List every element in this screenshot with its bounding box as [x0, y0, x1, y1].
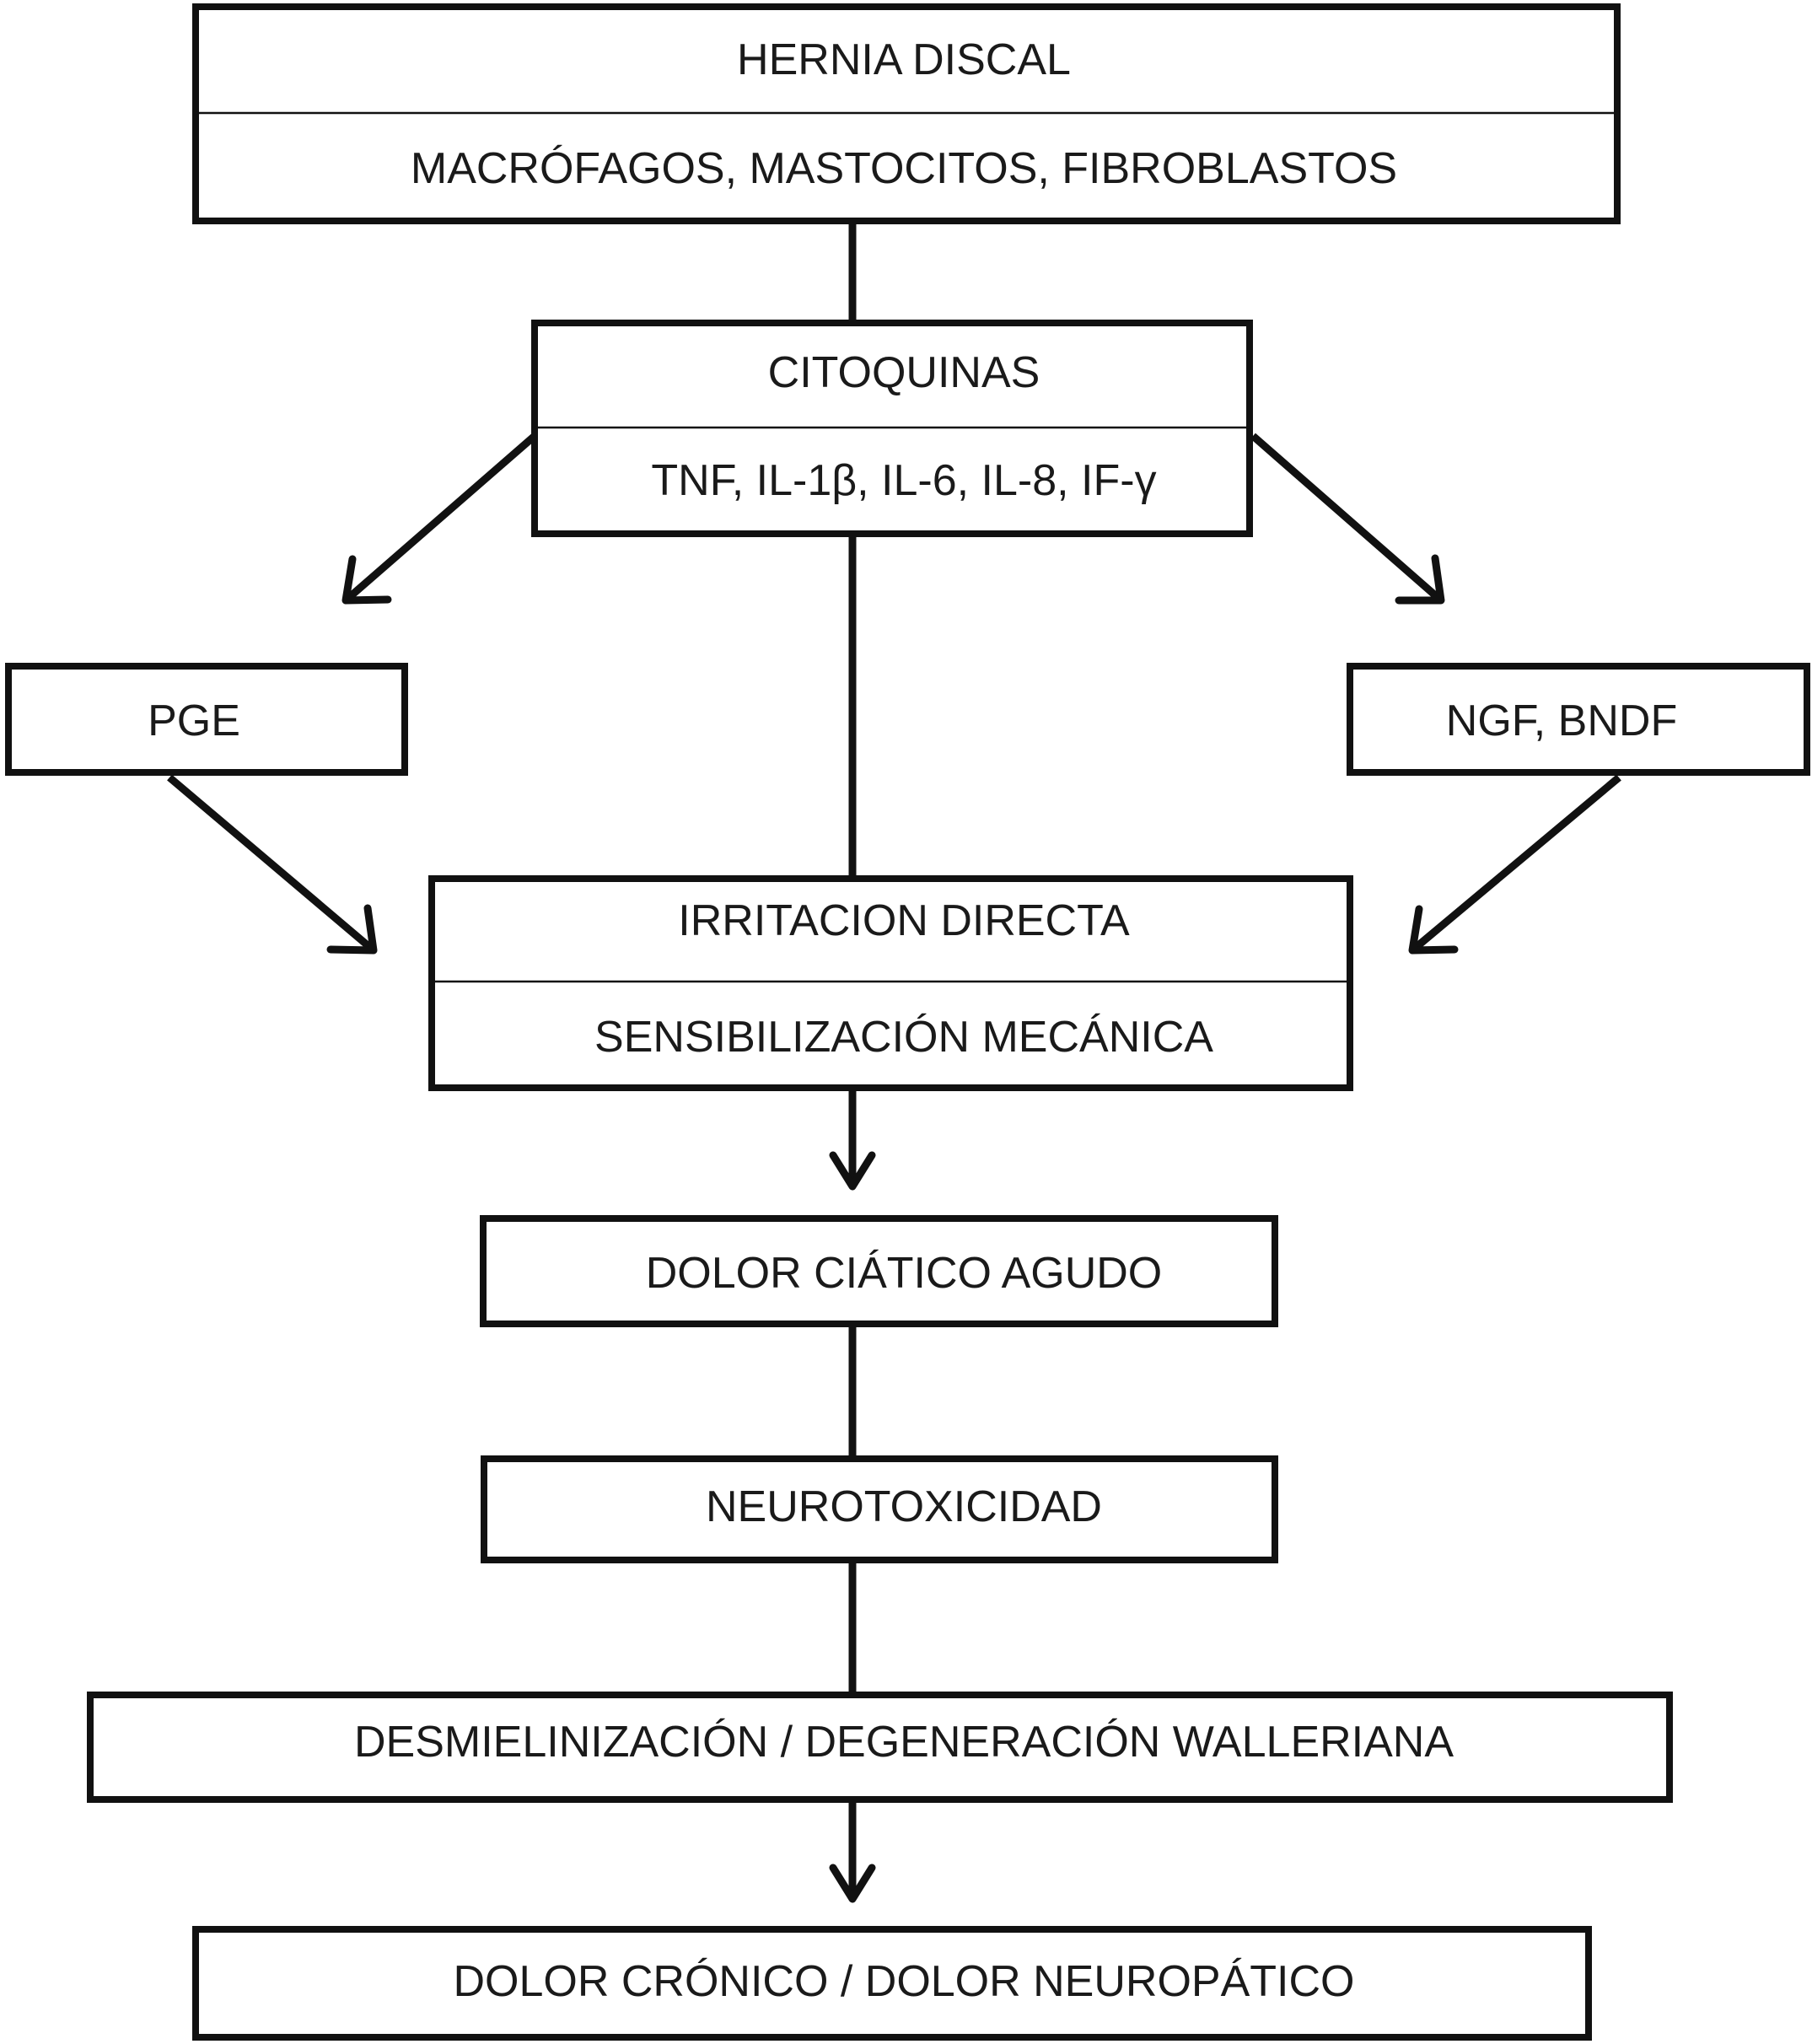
node-label: PGE: [148, 697, 240, 745]
edge-citoquinas-ngf: [1250, 433, 1444, 604]
node-ngf-bndf: NGF, BNDF: [1347, 663, 1810, 776]
node-subtitle: TNF, IL-1β, IL-6, IL-8, IF-γ: [651, 456, 1156, 505]
node-subtitle: SENSIBILIZACIÓN MECÁNICA: [594, 1013, 1213, 1062]
node-hernia-discal: HERNIA DISCAL MACRÓFAGOS, MASTOCITOS, FI…: [192, 3, 1621, 224]
arrowhead-ngf: [1395, 554, 1445, 605]
arrowhead-dolor-cronico: [829, 1864, 876, 1903]
node-citoquinas: CITOQUINAS TNF, IL-1β, IL-6, IL-8, IF-γ: [531, 320, 1253, 537]
node-label: DOLOR CRÓNICO / DOLOR NEUROPÁTICO: [454, 1957, 1355, 2006]
arrowhead-irritacion-left: [326, 904, 378, 955]
node-label: DOLOR CIÁTICO AGUDO: [646, 1249, 1163, 1298]
node-label: DESMIELINIZACIÓN / DEGENERACIÓN WALLERIA…: [354, 1718, 1454, 1767]
node-irritacion-directa: IRRITACION DIRECTA SENSIBILIZACIÓN MECÁN…: [428, 875, 1353, 1091]
node-neurotoxicidad: NEUROTOXICIDAD: [481, 1455, 1278, 1563]
edge-pge-irritacion: [167, 774, 376, 954]
node-dolor-cronico: DOLOR CRÓNICO / DOLOR NEUROPÁTICO: [192, 1926, 1592, 2041]
node-title: IRRITACION DIRECTA: [678, 896, 1130, 945]
arrowhead-pge: [341, 555, 392, 605]
node-title: CITOQUINAS: [768, 348, 1040, 397]
arrowhead-dolor-agudo: [829, 1151, 876, 1191]
node-desmielinizacion: DESMIELINIZACIÓN / DEGENERACIÓN WALLERIA…: [87, 1692, 1673, 1803]
node-subtitle: MACRÓFAGOS, MASTOCITOS, FIBROBLASTOS: [411, 144, 1397, 193]
node-title: HERNIA DISCAL: [737, 35, 1071, 84]
edge-citoquinas-pge: [343, 433, 537, 604]
edge-ngf-irritacion: [1410, 774, 1621, 954]
arrowhead-irritacion-right: [1408, 905, 1459, 955]
node-pge: PGE: [5, 663, 408, 776]
node-dolor-ciatico-agudo: DOLOR CIÁTICO AGUDO: [480, 1215, 1278, 1327]
node-label: NGF, BNDF: [1446, 697, 1677, 745]
node-label: NEUROTOXICIDAD: [706, 1482, 1102, 1531]
